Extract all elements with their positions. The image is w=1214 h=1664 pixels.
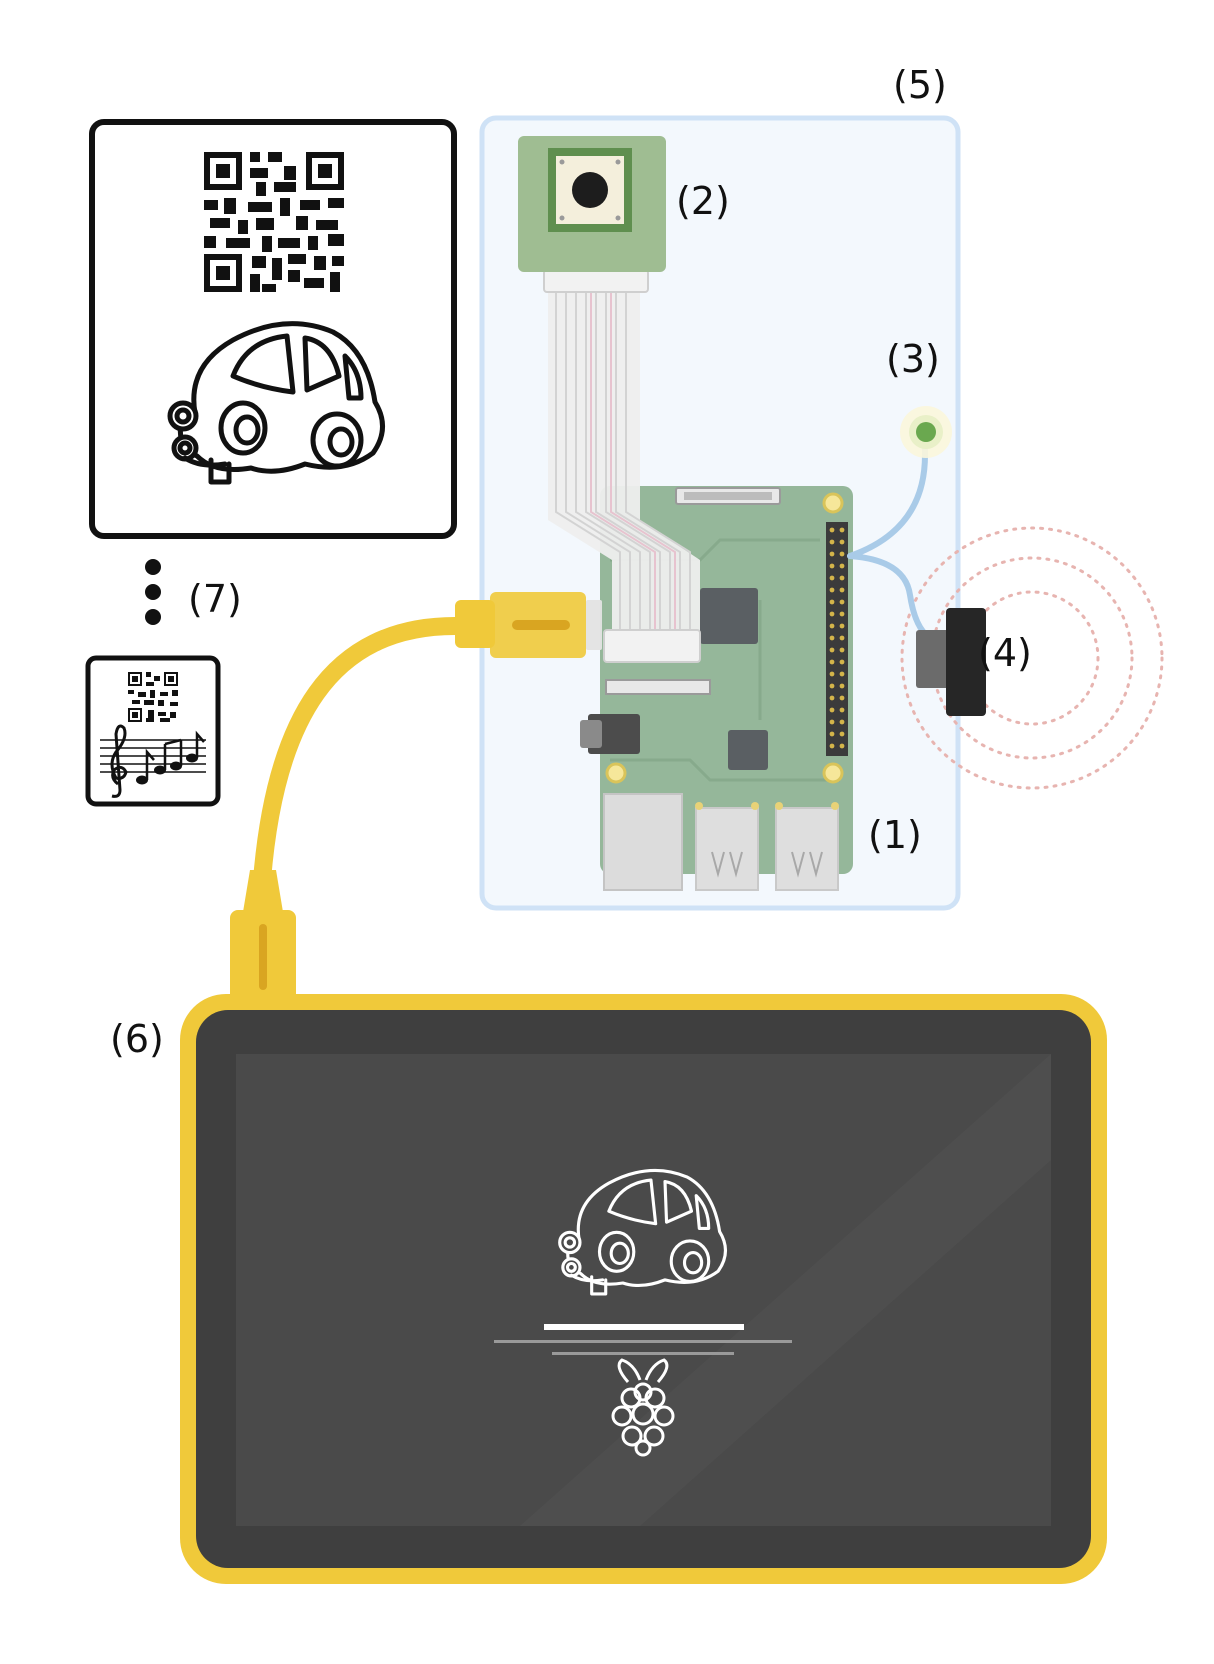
raspberry-pi-logo-icon bbox=[611, 1358, 675, 1457]
memory-chip bbox=[728, 730, 768, 770]
qr-code-icon bbox=[128, 672, 178, 722]
push-button-module bbox=[518, 136, 666, 272]
qr-car-card bbox=[89, 119, 457, 539]
label-board: (1) bbox=[868, 813, 922, 857]
label-led: (3) bbox=[886, 337, 940, 381]
led-wires bbox=[847, 437, 933, 641]
car-icon bbox=[167, 321, 385, 485]
label-enclosure: (5) bbox=[893, 63, 947, 107]
car-icon bbox=[558, 1168, 728, 1296]
ribbon-cable bbox=[543, 269, 701, 663]
led-icon bbox=[900, 406, 952, 458]
label-button: (2) bbox=[676, 179, 730, 223]
progress-line bbox=[544, 1324, 744, 1330]
more-cards-dots bbox=[145, 559, 161, 625]
gpio-header bbox=[826, 522, 848, 756]
push-button-icon bbox=[572, 172, 608, 208]
ethernet-port bbox=[603, 793, 683, 891]
speaker-icon bbox=[916, 608, 986, 716]
label-speaker: (4) bbox=[978, 631, 1032, 675]
music-notes-icon bbox=[100, 724, 206, 798]
cpu-chip bbox=[700, 588, 758, 644]
touch-display bbox=[180, 994, 1107, 1584]
qr-code-icon bbox=[204, 152, 344, 292]
qr-music-card bbox=[85, 655, 221, 807]
label-more-cards: (7) bbox=[188, 577, 242, 621]
usb-cable bbox=[230, 592, 602, 1006]
label-display: (6) bbox=[110, 1017, 164, 1061]
usb-ports bbox=[695, 802, 839, 891]
